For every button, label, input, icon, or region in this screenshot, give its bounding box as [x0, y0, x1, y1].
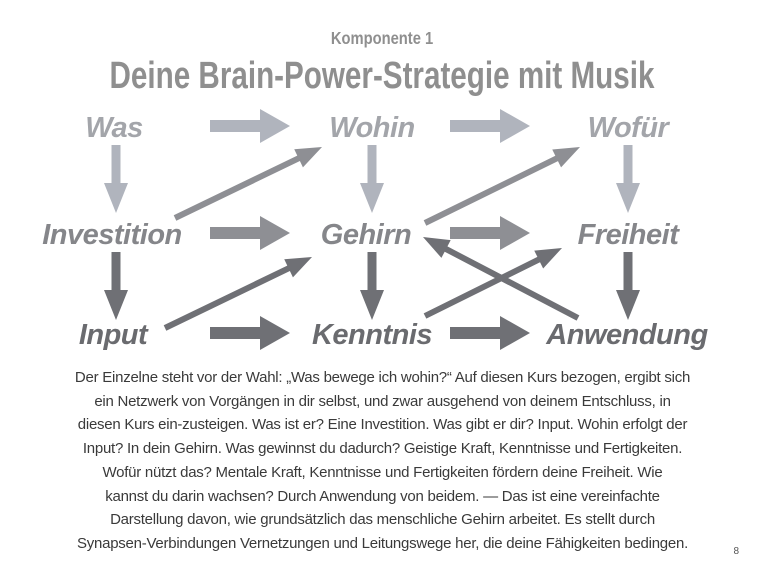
body-line: Der Einzelne steht vor der Wahl: „Was be… — [74, 369, 691, 386]
arrows-group — [104, 109, 640, 350]
arrow-kenntnis-freiheit-icon — [423, 248, 562, 319]
body-paragraph: Der Einzelne steht vor der Wahl: „Was be… — [0, 366, 765, 556]
arrow-kenntnis-anwendung-icon — [450, 316, 530, 350]
page-title: Deine Brain-Power-Strategie mit Musik — [110, 55, 655, 97]
arrow-investition-gehirn-icon — [210, 216, 290, 250]
arrow-input-kenntnis-icon — [210, 316, 290, 350]
body-line: ein Netzwerk von Vorgängen in dir selbst… — [94, 392, 671, 410]
node-wofuer: Wofür — [588, 112, 671, 144]
arrow-gehirn-kenntnis-icon — [360, 252, 384, 320]
node-investition: Investition — [42, 219, 182, 251]
arrow-anwendung-gehirn-icon — [423, 237, 580, 321]
arrow-was-investition-icon — [104, 145, 128, 213]
arrow-wohin-gehirn-icon — [360, 145, 384, 213]
arrow-gehirn-freiheit-icon — [450, 216, 530, 250]
body-line: diesen Kurs ein-zusteigen. Was ist er? E… — [77, 416, 688, 434]
body-line: Input? In dein Gehirn. Was gewinnst du d… — [82, 440, 683, 458]
node-anwendung: Anwendung — [545, 319, 708, 351]
node-was: Was — [85, 112, 143, 144]
arrow-investition-wohin-icon — [173, 147, 322, 221]
page-number: 8 — [733, 546, 739, 557]
kicker: Komponente 1 — [331, 29, 433, 49]
arrow-input-gehirn-icon — [163, 257, 312, 331]
node-gehirn: Gehirn — [321, 219, 411, 251]
arrow-wofuer-freiheit-icon — [616, 145, 640, 213]
arrow-was-wohin-icon — [210, 109, 290, 143]
body-line: Wofür nützt das? Mentale Kraft, Kenntnis… — [102, 463, 663, 481]
arrow-investition-input-icon — [104, 252, 128, 320]
node-freiheit: Freiheit — [578, 219, 681, 251]
node-wohin: Wohin — [329, 112, 415, 144]
strategy-diagram: Komponente 1 Deine Brain-Power-Strategie… — [42, 29, 709, 351]
arrow-wohin-wofuer-icon — [450, 109, 530, 143]
arrow-freiheit-anwendung-icon — [616, 252, 640, 320]
body-line: kannst du darin wachsen? Durch Anwendung… — [105, 487, 660, 505]
node-kenntnis: Kenntnis — [312, 319, 432, 351]
arrow-gehirn-wofuer-icon — [423, 147, 580, 226]
body-line: Darstellung davon, wie grundsätzlich das… — [110, 511, 655, 529]
node-input: Input — [79, 319, 149, 351]
body-line: Synapsen-Verbindungen Vernetzungen und L… — [77, 534, 688, 552]
